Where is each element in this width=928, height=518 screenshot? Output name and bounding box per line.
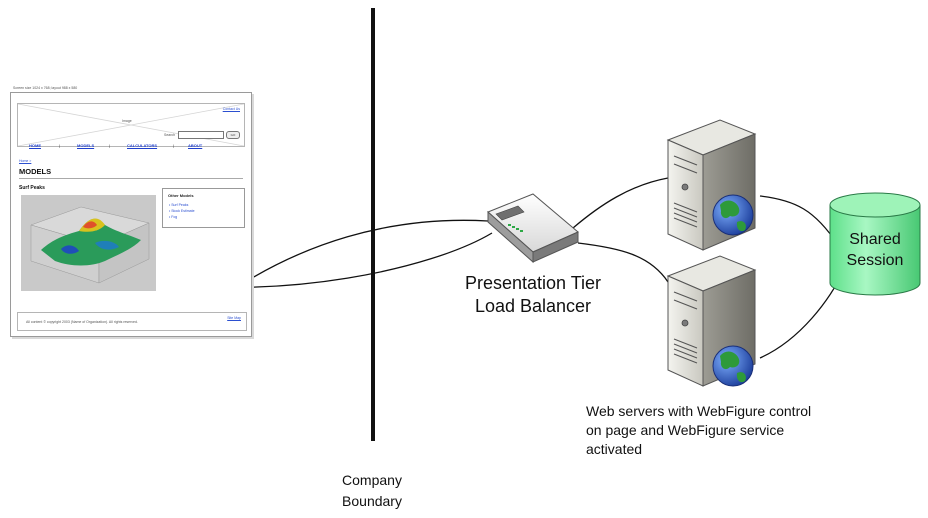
web-servers-caption: Web servers with WebFigure control on pa… <box>586 403 812 457</box>
other-models-title: Other Models <box>168 193 194 198</box>
other-models-box: Other Models • Surf Peaks • Stock Estima… <box>162 188 245 228</box>
load-balancer-label: Presentation Tier Load Balancer <box>464 273 602 316</box>
shared-session-label: Shared Session <box>846 231 904 269</box>
title-divider <box>19 178 243 179</box>
copyright-text: All content © copyright 2003 (Name of Or… <box>26 320 138 324</box>
header-image-placeholder <box>18 104 244 146</box>
globe-icon-bottom <box>712 345 754 387</box>
nav-calculators[interactable]: CALCULATORS <box>127 143 158 148</box>
other-model-surf-peaks[interactable]: • Surf Peaks <box>169 203 189 207</box>
page-header: Contact Us Image Search GO <box>17 103 245 147</box>
nav-separator: | <box>173 143 175 148</box>
connection-lb-to-server-bottom <box>577 242 669 283</box>
connection-lb-to-server-top <box>572 177 669 229</box>
go-button[interactable]: GO <box>226 131 240 139</box>
nav-separator: | <box>59 143 61 148</box>
page-footer: All content © copyright 2003 (Name of Or… <box>17 312 247 331</box>
header-image-label: Image <box>122 119 132 123</box>
connection-server-top-to-session <box>759 195 839 246</box>
connection-browser-to-lb-top <box>251 219 489 279</box>
web-page-thumbnail: Screen size 1024 x 768; layout 988 x 580… <box>10 86 252 337</box>
section-title: Surf Peaks <box>19 185 45 191</box>
company-boundary-label: Company Boundary <box>342 472 402 509</box>
search-label: Search <box>164 133 176 137</box>
page-title: MODELS <box>19 167 52 176</box>
site-map-link[interactable]: Site Map <box>227 316 241 320</box>
other-model-fog[interactable]: • Fog <box>169 215 178 219</box>
nav-models[interactable]: MODELS <box>77 143 95 148</box>
surf-peaks-plot <box>21 195 156 291</box>
globe-icon-top <box>712 194 754 236</box>
page-size-note: Screen size 1024 x 768; layout 988 x 580 <box>13 86 78 90</box>
other-model-stock-estimate[interactable]: • Stock Estimate <box>169 209 195 213</box>
nav-home[interactable]: HOME <box>29 143 41 148</box>
nav-separator: | <box>109 143 111 148</box>
nav-about[interactable]: ABOUT <box>188 143 203 148</box>
breadcrumb-home-link[interactable]: Home > <box>19 159 32 163</box>
nav-bar: HOME | MODELS | CALCULATORS | ABOUT <box>17 141 245 151</box>
shared-session-cylinder-icon <box>829 192 921 296</box>
contact-us-link[interactable]: Contact Us <box>222 107 240 111</box>
search-input[interactable] <box>178 131 224 139</box>
load-balancer-icon <box>487 193 579 264</box>
